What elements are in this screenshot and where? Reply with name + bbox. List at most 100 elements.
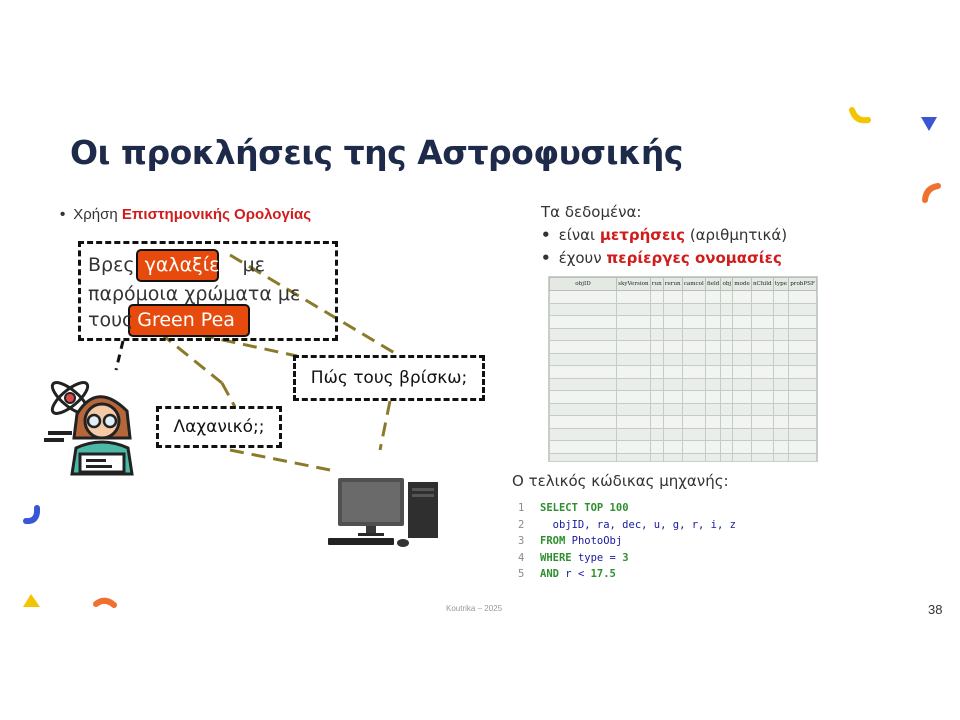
table-cell (662, 302, 683, 316)
question-word-3: τους (88, 309, 134, 331)
table-cell (616, 290, 651, 304)
table-cell (681, 452, 706, 461)
table-cell (772, 340, 790, 354)
table-header-cell: objID (549, 277, 617, 291)
table-cell (662, 402, 683, 416)
blue-triangle-decoration (921, 117, 937, 131)
table-cell (662, 365, 683, 379)
table-cell (549, 302, 617, 316)
table-cell (788, 377, 817, 391)
question-line-2: παρόμοια χρώματα με (88, 283, 301, 305)
table-header-cell: probPSF (788, 277, 817, 291)
highlight-green-pea (128, 304, 250, 337)
sql-condition: r < (565, 568, 585, 580)
table-cell (750, 440, 774, 454)
table-header-cell: mode (732, 277, 752, 291)
question-highlight-green-pea: Green Pea (137, 309, 235, 331)
table-cell (732, 315, 752, 329)
orange-arc-decoration-2 (93, 597, 117, 608)
blue-arc-decoration (23, 505, 41, 525)
table-cell (549, 402, 617, 416)
table-cell (616, 340, 651, 354)
table-cell (704, 402, 722, 416)
table-cell (732, 377, 752, 391)
bullet1-suffix: (αριθμητικά) (685, 226, 788, 244)
table-header-cell: rerun (662, 277, 683, 291)
table-cell (704, 352, 722, 366)
table-cell (732, 440, 752, 454)
table-row (549, 415, 817, 429)
table-cell (681, 415, 706, 429)
table-cell (720, 377, 734, 391)
table-cell (772, 352, 790, 366)
table-cell (549, 440, 617, 454)
sql-columns: objID, ra, dec, u, g, r, i, z (540, 518, 736, 531)
data-table: objID skyVersion run rerun camcol field … (549, 277, 817, 461)
table-cell (704, 365, 722, 379)
table-cell (704, 290, 722, 304)
question-word-1: Βρες (88, 254, 135, 276)
table-cell (681, 327, 706, 341)
table-cell (772, 290, 790, 304)
table-row (549, 390, 817, 404)
bullet-prefix: Χρήση (73, 206, 122, 223)
table-header-cell: skyVersion (616, 277, 651, 291)
yellow-arc-decoration (849, 107, 871, 124)
line-number: 2 (518, 518, 525, 531)
table-cell (549, 452, 617, 461)
question-line-1: Βρες γαλαξίες με (88, 254, 265, 276)
table-cell (772, 327, 790, 341)
table-cell (772, 440, 790, 454)
table-cell (772, 427, 790, 441)
table-cell (681, 390, 706, 404)
line-number: 1 (518, 502, 525, 514)
sql-condition: type = (577, 551, 616, 564)
table-cell (549, 390, 617, 404)
table-cell (649, 352, 664, 366)
table-cell (788, 340, 817, 354)
table-cell (772, 390, 790, 404)
table-cell (732, 402, 752, 416)
table-cell (704, 377, 722, 391)
table-cell (681, 365, 706, 379)
table-cell (649, 290, 664, 304)
table-cell (772, 365, 790, 379)
slide-title: Οι προκλήσεις της Αστροφυσικής (70, 133, 683, 172)
sql-keyword: SELECT TOP (540, 502, 604, 514)
table-body (549, 290, 817, 461)
bullet1-highlight: μετρήσεις (599, 226, 686, 244)
table-cell (772, 415, 790, 429)
bullet-dot: • (541, 226, 551, 244)
table-cell (662, 352, 683, 366)
table-cell (772, 315, 790, 329)
table-cell (788, 327, 817, 341)
table-cell (616, 415, 651, 429)
table-cell (732, 452, 752, 461)
table-cell (704, 440, 722, 454)
table-cell (720, 352, 734, 366)
table-cell (720, 290, 734, 304)
table-cell (616, 440, 651, 454)
footer-text: Koutrika – 2025 (446, 604, 503, 613)
table-cell (750, 352, 774, 366)
table-row (549, 352, 817, 366)
table-row (549, 340, 817, 354)
table-cell (720, 440, 734, 454)
question-box (78, 241, 338, 341)
yellow-triangle-decoration (23, 594, 40, 607)
table-cell (732, 365, 752, 379)
table-cell (720, 390, 734, 404)
table-cell (681, 427, 706, 441)
table-cell (549, 352, 617, 366)
table-cell (704, 452, 722, 461)
computer-icon (328, 478, 438, 547)
table-cell (750, 452, 774, 461)
table-cell (549, 415, 617, 429)
data-bullet-1: •είναι μετρήσεις (αριθμητικά) (541, 226, 787, 244)
sql-keyword: WHERE (540, 551, 572, 564)
table-cell (704, 327, 722, 341)
table-cell (662, 427, 683, 441)
table-cell (681, 377, 706, 391)
